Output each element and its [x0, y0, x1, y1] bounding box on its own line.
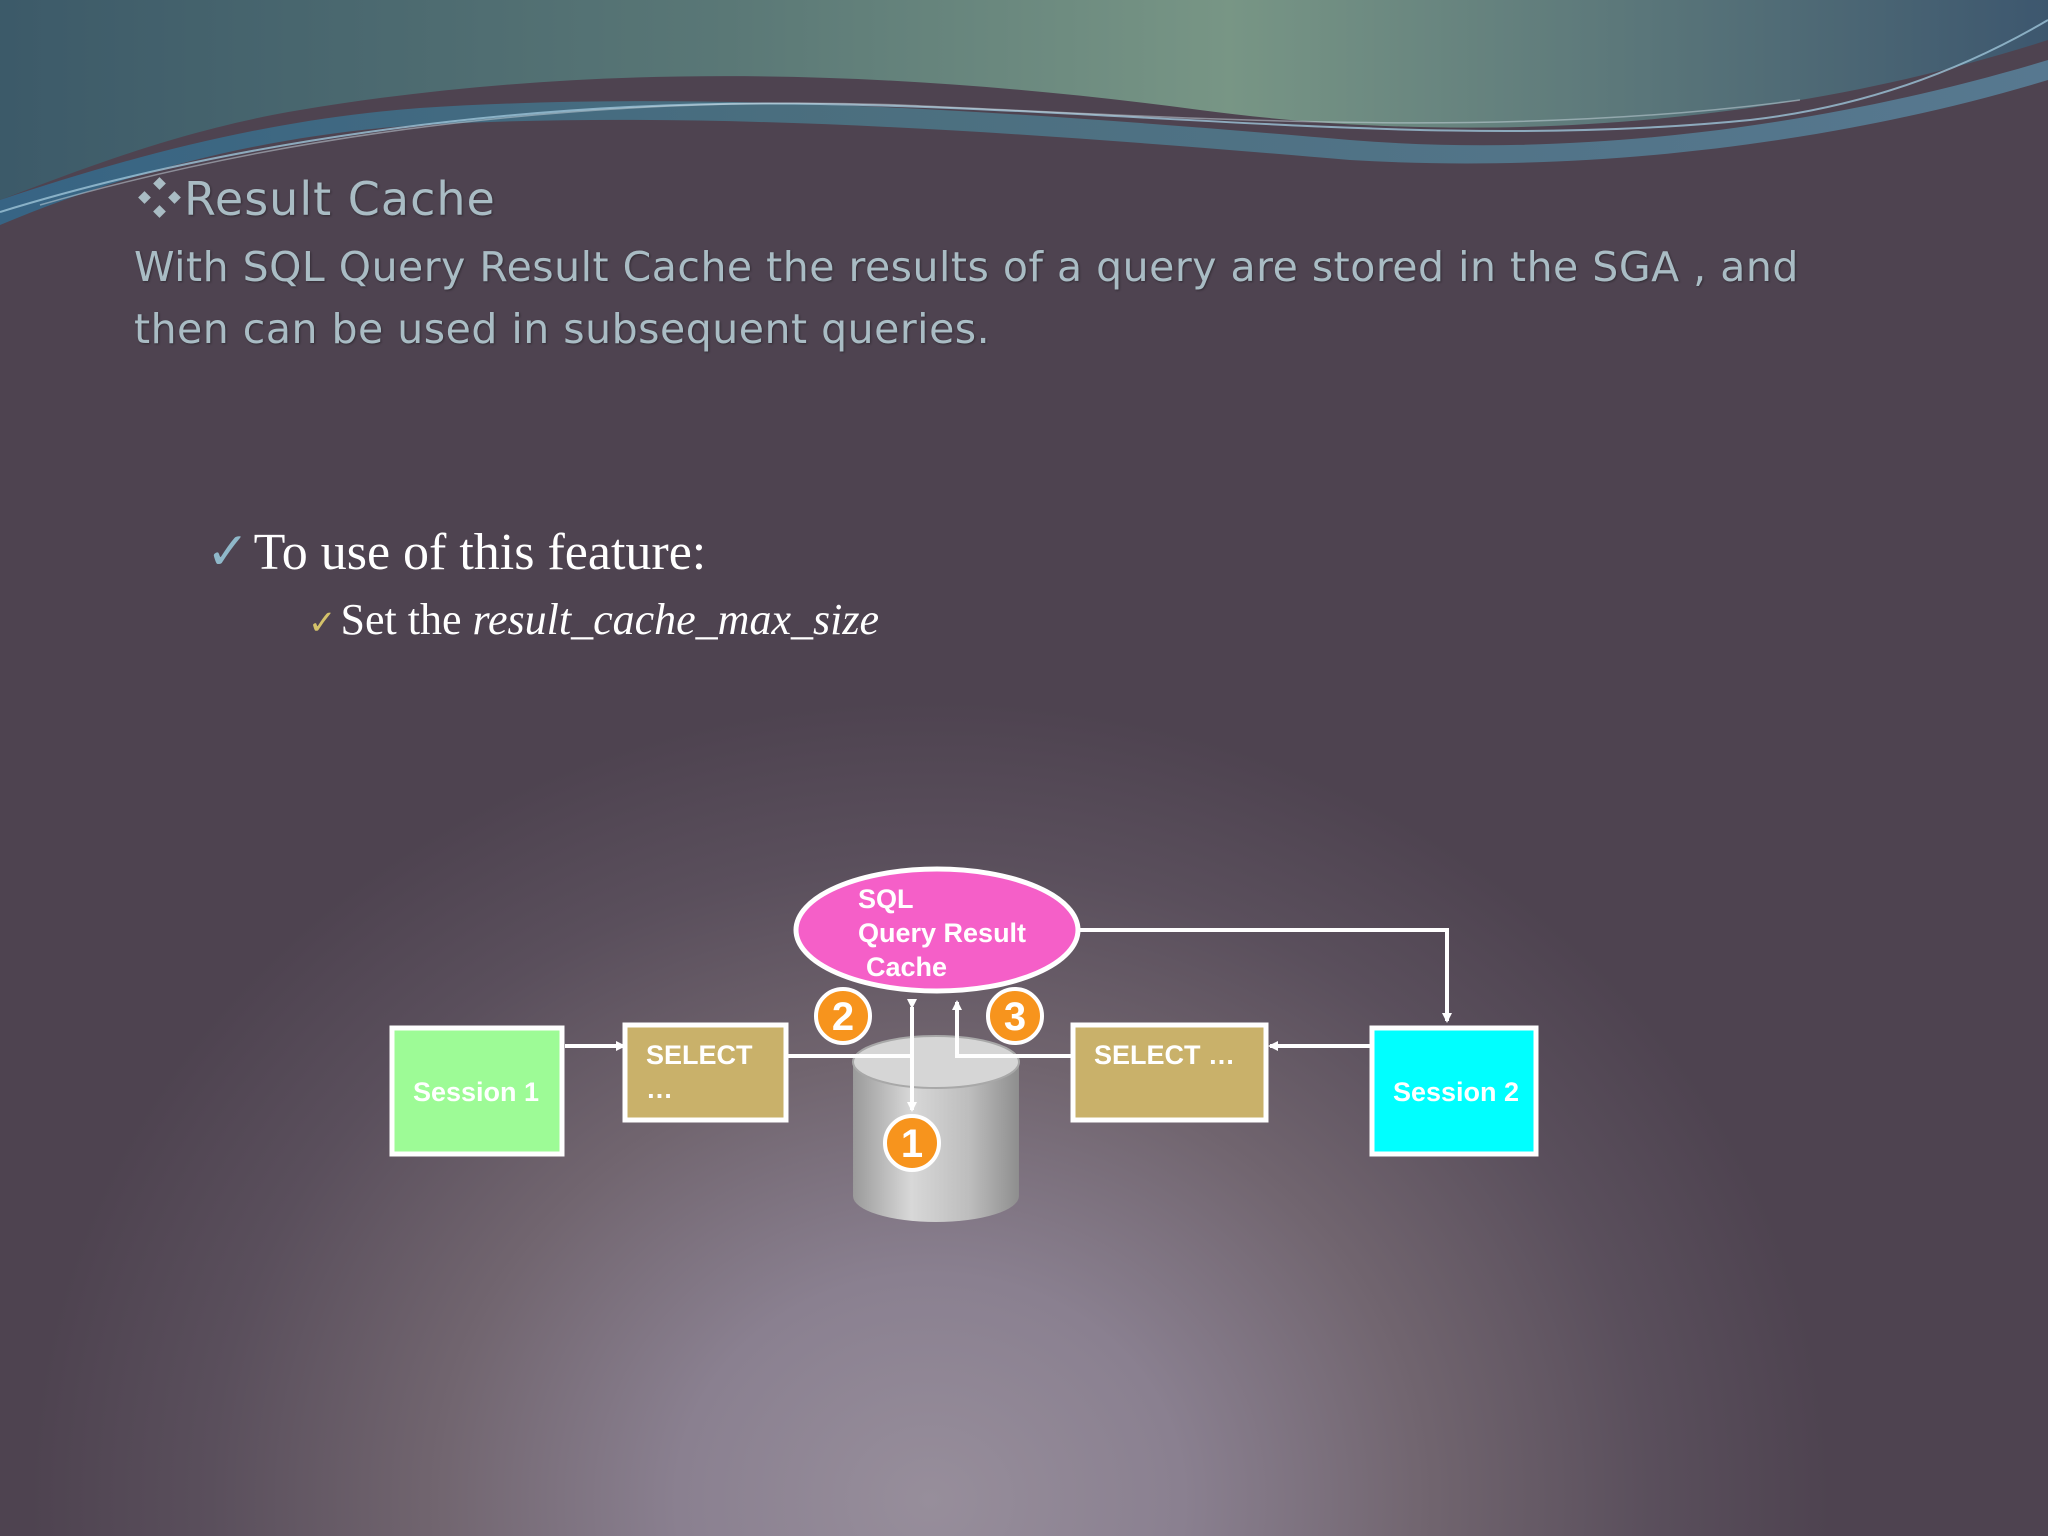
select-right-box: SELECT … [1070, 1022, 1269, 1123]
intro-line-2: then can be used in subsequent queries. [134, 305, 991, 353]
step-3-label: 3 [1004, 995, 1026, 1039]
step-badge-2: 2 [814, 987, 872, 1045]
bullet-set-parameter: ✓Set the result_cache_max_size [308, 594, 879, 645]
bullet-2-prefix: Set the [340, 595, 473, 644]
session-2-label: Session 2 [1393, 1077, 1519, 1107]
select-left-label-line-1: SELECT [646, 1040, 753, 1070]
step-1-label: 1 [901, 1122, 923, 1166]
arrow-cache-to-session2 [1078, 928, 1452, 1023]
cache-label-line-1: SQL [858, 884, 914, 914]
intro-paragraph: With SQL Query Result Cache the results … [134, 236, 1914, 360]
session-1-box: Session 1 [389, 1025, 565, 1157]
checkmark-icon: ✓ [308, 605, 337, 642]
connector-lines [565, 928, 1452, 1112]
select-left-box: SELECT … [622, 1022, 789, 1123]
step-badge-1: 1 [883, 1114, 941, 1172]
select-right-label: SELECT … [1094, 1040, 1235, 1070]
arrow-select-right-to-cache [952, 1000, 1072, 1058]
step-badge-3: 3 [986, 987, 1044, 1045]
bullet-1-text: To use of this feature: [253, 524, 707, 581]
step-2-label: 2 [832, 995, 854, 1039]
checkmark-icon: ✓ [206, 524, 250, 581]
cache-label-line-3: Cache [866, 952, 947, 982]
session-2-box: Session 2 [1369, 1025, 1539, 1157]
parameter-name: result_cache_max_size [472, 595, 879, 644]
bullet-use-feature: ✓To use of this feature: [206, 522, 706, 582]
session-1-label: Session 1 [413, 1077, 539, 1107]
select-left-label-line-2: … [646, 1074, 673, 1104]
cache-label-line-2: Query Result [858, 918, 1026, 948]
sql-query-result-cache: SQL Query Result Cache [793, 866, 1081, 994]
decorative-wave-header [0, 0, 2048, 225]
intro-line-1: With SQL Query Result Cache the results … [134, 243, 1799, 291]
slide-heading: Result Cache [138, 172, 496, 226]
heading-text: Result Cache [184, 172, 496, 226]
